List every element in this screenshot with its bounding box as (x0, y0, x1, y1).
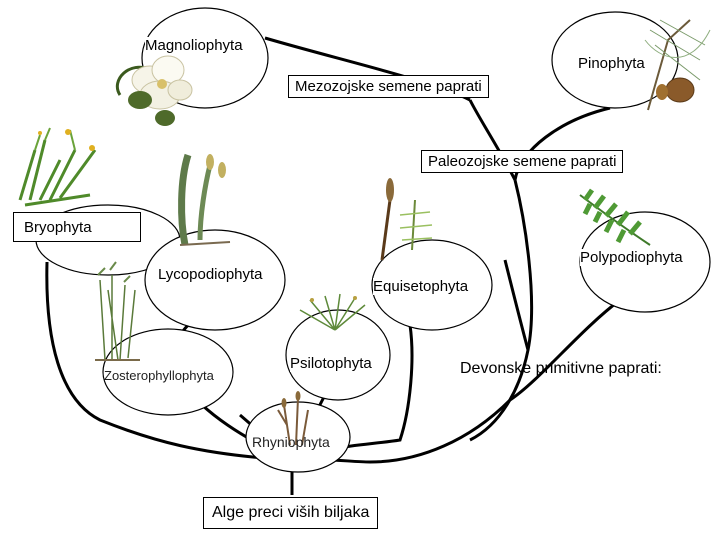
branch-devonske (469, 179, 534, 442)
fern-illustration (579, 188, 651, 246)
label-magnoliophyta: Magnoliophyta (145, 37, 243, 54)
lycopodium-illustration (178, 153, 231, 246)
label-lycopodiophyta: Lycopodiophyta (158, 266, 263, 283)
psilotum-illustration (299, 293, 366, 331)
pine-illustration (644, 19, 711, 111)
label-bryophyta: Bryophyta (13, 212, 141, 242)
ellipse-pinophyta (551, 11, 679, 109)
label-psilotophyta: Psilotophyta (290, 355, 372, 372)
label-rhyniophyta: Rhyniophyta (252, 434, 330, 450)
branch-bryophyta (45, 261, 293, 462)
label-polypodiophyta: Polypodiophyta (580, 249, 683, 266)
label-devonske: Devonske primitivne paprati: (460, 360, 662, 377)
ellipse-zosterophyllophyta (102, 328, 234, 416)
label-mezozojske: Mezozojske semene paprati (288, 75, 489, 98)
rhynia-illustration (277, 391, 309, 446)
horsetail-illustration (380, 178, 433, 261)
branch-polypodiophyta (291, 298, 621, 464)
moss-illustration (18, 127, 97, 207)
label-pinophyta: Pinophyta (578, 55, 645, 72)
label-paleozojske: Paleozojske semene paprati (421, 150, 624, 173)
magnolia-flower-illustration (115, 55, 193, 126)
zosterophyllum-illustration (95, 261, 140, 361)
label-equisetophyta: Equisetophyta (373, 278, 469, 295)
label-zosterophyllophyta: Zosterophyllophyta (104, 368, 214, 383)
label-alge: Alge preci viših biljaka (203, 497, 379, 529)
